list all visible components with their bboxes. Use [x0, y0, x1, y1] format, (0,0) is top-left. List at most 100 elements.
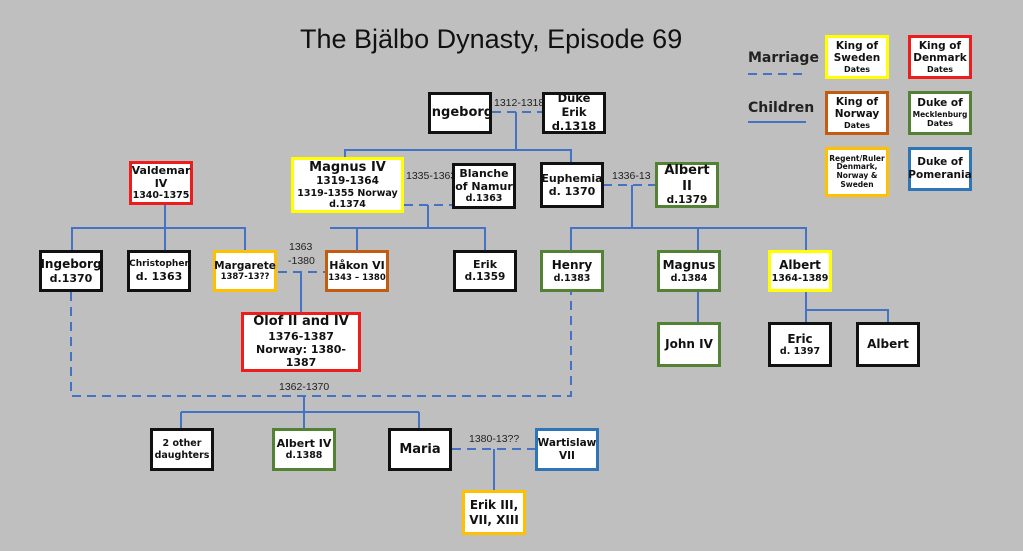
person-wartislaw-vii: Wartislaw VII — [535, 428, 599, 471]
legend-king-of-denmark: King of Denmark Dates — [908, 35, 972, 79]
legend-text: Dates — [926, 64, 954, 74]
legend-text: Sweden — [840, 179, 874, 189]
person-name: Albert IV — [276, 437, 332, 451]
person-hakon-vi: Håkon VI 1343 – 1380 — [325, 250, 389, 292]
person-name: Duke Erik — [557, 91, 591, 120]
legend-text: Denmark, — [836, 162, 878, 172]
legend-text: Dates — [843, 120, 871, 130]
person-dates: d.1374 — [329, 199, 366, 211]
legend-text: Dates — [926, 119, 954, 128]
person-dates: d.1363 — [465, 193, 503, 205]
legend-text: King of — [835, 39, 879, 52]
person-albert-jr: Albert — [856, 322, 920, 367]
legend-text: Dates — [843, 64, 871, 74]
person-albert: Albert 1364-1389 — [768, 250, 832, 292]
person-name: Albert — [779, 258, 821, 273]
person-dates: d.1388 — [285, 450, 323, 462]
person-reign-norway: 1319-1355 Norway — [297, 187, 398, 199]
legend-king-of-sweden: King of Sweden Dates — [825, 35, 889, 79]
legend-children-label: Children — [748, 100, 815, 116]
person-duke-erik: Duke Erik d.1318 — [542, 92, 606, 134]
legend-king-of-norway: King of Norway Dates — [825, 91, 889, 135]
person-dates: d.1359 — [464, 271, 506, 284]
person-name: Magnus — [662, 258, 716, 273]
person-eric: Eric d. 1397 — [768, 322, 832, 367]
person-margarete: Margarete 1387-13?? — [213, 250, 277, 292]
person-magnus: Magnus d.1384 — [657, 250, 721, 292]
person-name: daughters — [154, 449, 210, 461]
marriage-date-margarete-hakon-2: -1380 — [288, 255, 315, 267]
person-dates: d. 1397 — [779, 346, 821, 357]
legend-text: King of — [835, 95, 879, 108]
person-name: Erik III, — [469, 498, 519, 513]
person-euphemia: Euphemia d. 1370 — [540, 162, 604, 208]
person-reign: 1319-1364 — [316, 175, 379, 188]
person-dates: 1340-1375 — [132, 190, 190, 202]
legend-duke-of-mecklenburg: Duke of Mecklenburg Dates — [908, 91, 972, 135]
person-name: Margarete — [214, 259, 276, 272]
person-name: Eric — [787, 331, 813, 346]
legend-duke-of-pomerania: Duke of Pomerania — [908, 147, 972, 191]
person-dates: 1343 – 1380 — [328, 272, 386, 283]
person-dates: d.1383 — [553, 272, 591, 284]
legend-text: King of — [918, 39, 962, 52]
person-name: Håkon VI — [329, 259, 385, 273]
person-name: of Namur — [455, 180, 513, 194]
legend-marriage-label: Marriage — [748, 50, 819, 66]
legend-text: Mecklenburg — [912, 110, 968, 119]
person-name: Ingeborg — [426, 105, 494, 121]
legend-text: Duke of — [917, 156, 963, 169]
person-name: Maria — [399, 441, 441, 457]
marriage-ingeborg-henry — [70, 292, 572, 397]
person-name: Henry — [551, 258, 593, 273]
person-erik-iii: Erik III, VII, XIII — [462, 490, 526, 535]
person-name: Magnus IV — [309, 159, 386, 175]
person-henry: Henry d.1383 — [540, 250, 604, 292]
person-maria: Maria — [388, 428, 452, 471]
person-name: VII, XIII — [469, 512, 519, 527]
legend-text: Norway — [834, 108, 880, 121]
legend-text: Denmark — [913, 52, 967, 65]
person-name: Christopher — [129, 259, 189, 269]
marriage-date-magnus-blanche: 1335-1363 — [406, 170, 457, 182]
legend-regent-ruler: Regent/Ruler Denmark, Norway & Sweden — [825, 147, 889, 197]
person-dates: d. 1363 — [135, 269, 183, 283]
person-name: VII — [559, 449, 575, 462]
person-name: Olof II and IV — [253, 314, 349, 330]
person-valdemar-iv: Valdemar IV 1340-1375 — [129, 161, 193, 205]
legend-text: Regent/Ruler — [829, 153, 885, 163]
person-name: Erik — [472, 258, 498, 272]
person-albert-iv: Albert IV d.1388 — [272, 428, 336, 471]
marriage-date-ingeborg-henry: 1362-1370 — [279, 381, 330, 393]
person-reign-norway: Norway: 1380-1387 — [255, 343, 346, 370]
person-magnus-iv: Magnus IV 1319-1364 1319-1355 Norway d.1… — [291, 157, 404, 213]
person-name: Valdemar — [131, 164, 191, 178]
person-erik: Erik d.1359 — [453, 250, 517, 292]
person-other-daughters: 2 other daughters — [150, 428, 214, 471]
person-dates: 1387-13?? — [220, 272, 270, 283]
person-name: Euphemia — [541, 171, 603, 185]
person-name: Blanche — [459, 167, 509, 181]
legend-text: Norway & — [836, 171, 878, 180]
person-dates: d.1384 — [670, 272, 708, 284]
marriage-date-euphemia-albert: 1336-13 — [612, 170, 651, 182]
person-ingeborg-jr: Ingeborg d.1370 — [39, 250, 103, 292]
page-title: The Bjälbo Dynasty, Episode 69 — [300, 24, 683, 54]
marriage-date-margarete-hakon-1: 1363 — [289, 241, 313, 253]
children-lines — [71, 112, 889, 490]
person-dates: d.1318 — [551, 118, 597, 133]
person-albert-ii: Albert II d.1379 — [655, 162, 719, 208]
person-name: Ingeborg — [40, 257, 102, 272]
person-name: Albert II — [664, 163, 710, 194]
marriage-date-maria-wartislaw: 1380-13?? — [469, 433, 520, 445]
legend-text: Pomerania — [908, 169, 972, 181]
person-olof: Olof II and IV 1376-1387 Norway: 1380-13… — [241, 312, 361, 372]
legend-text: Duke of — [917, 97, 963, 110]
person-name: Albert — [867, 337, 909, 352]
person-reign: 1376-1387 — [268, 330, 334, 344]
person-dates: d.1370 — [49, 271, 93, 285]
person-dates: 1364-1389 — [771, 272, 829, 284]
person-john-iv: John IV — [657, 322, 721, 367]
person-name: IV — [154, 177, 168, 191]
